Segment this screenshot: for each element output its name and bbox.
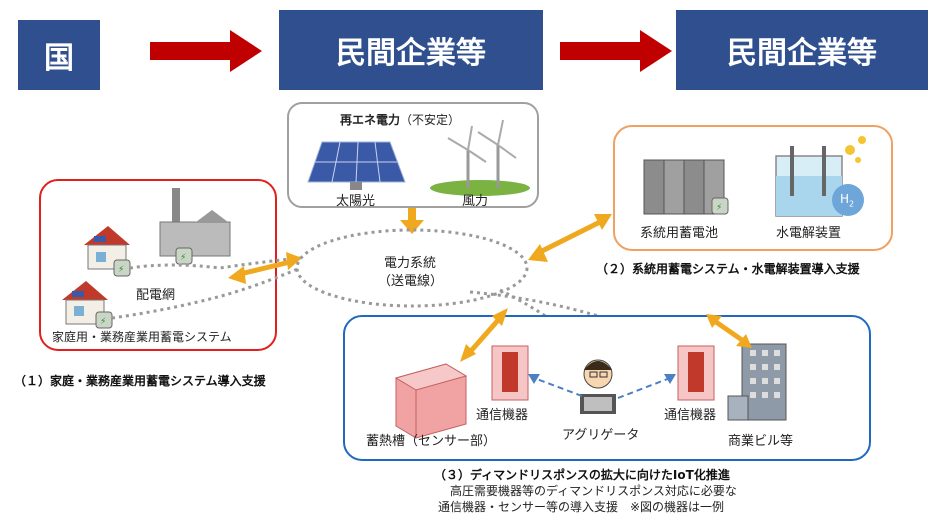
grid-label-line2: （送電線） (378, 274, 444, 289)
distribution-grid-lines (111, 256, 301, 320)
svg-text:⚡: ⚡ (100, 317, 106, 327)
wind-turbine-icon (430, 119, 530, 196)
dr-note-line2: 通信機器・センサー等の導入支援 ※図の機器は一例 (438, 500, 725, 514)
building-label: 商業ビル等 (728, 434, 794, 449)
h2-label-sub: 2 (849, 199, 855, 209)
person-laptop-icon (580, 359, 616, 414)
header-box-private-2: 民間企業等 (676, 10, 928, 90)
svg-text:⚡: ⚡ (180, 253, 186, 263)
renewables-title-bold: 再エネ電力 (340, 113, 401, 127)
comm-device-icon (677, 345, 715, 401)
battery-label: 系統用蓄電池 (640, 226, 719, 241)
renewables-title: 再エネ電力（不安定） (340, 111, 460, 128)
header-label-3: 民間企業等 (727, 36, 877, 71)
arrow-right-icon (150, 30, 262, 72)
dr-caption: （３）ディマンドリスポンスの拡大に向けたIoT化推進 (434, 468, 730, 482)
flow-arrow-bidirectional (706, 314, 752, 348)
comm-left-label: 通信機器 (476, 408, 529, 423)
comm-device-icon (491, 345, 529, 401)
aggregator-label: アグリゲータ (562, 428, 640, 443)
h2-label: H2 (840, 192, 854, 208)
grid-label-line1: 電力系統 (384, 256, 437, 271)
dr-box (343, 315, 871, 461)
svg-text:⚡: ⚡ (716, 203, 722, 213)
system-caption: （２）系統用蓄電システム・水電解装置導入支援 (596, 262, 860, 276)
thermal-tank-icon (394, 363, 468, 439)
arrow-right-icon (560, 30, 672, 72)
data-flow-arrows (533, 377, 671, 399)
dr-note-line1: 高圧需要機器等のディマンドリスポンス対応に必要な (450, 484, 737, 498)
factory-icon: ⚡ (159, 188, 231, 265)
battery-icon: ⚡ (113, 259, 131, 277)
battery-icon: ⚡ (95, 311, 113, 329)
header-box-country: 国 (18, 20, 100, 90)
thermal-label: 蓄熱槽（センサー部） (366, 434, 497, 449)
server-rack-icon: ⚡ (643, 159, 729, 215)
home-system-label: 家庭用・業務産業用蓄電システム (52, 330, 232, 344)
header-label-1: 国 (44, 41, 74, 76)
header-label-2: 民間企業等 (336, 36, 486, 71)
header-box-private-1: 民間企業等 (279, 10, 543, 90)
flow-arrow-bidirectional (460, 308, 508, 362)
solar-panel-icon (307, 141, 406, 190)
building-icon (727, 343, 787, 421)
electrolyzer-icon (775, 136, 866, 217)
flow-arrow-bidirectional (228, 252, 302, 284)
home-caption: （１）家庭・業務産業用蓄電システム導入支援 (14, 374, 266, 388)
svg-text:⚡: ⚡ (118, 265, 124, 275)
comm-right-label: 通信機器 (664, 408, 717, 423)
solar-label: 太陽光 (336, 194, 376, 209)
h2-label-h: H (840, 192, 850, 206)
flow-arrow-down (400, 208, 424, 234)
electrolysis-label: 水電解装置 (776, 226, 842, 241)
wind-label: 風力 (462, 194, 489, 209)
renewables-title-paren: （不安定） (400, 113, 461, 127)
flow-arrow-bidirectional (528, 214, 612, 262)
distribution-grid-label: 配電網 (136, 288, 176, 303)
